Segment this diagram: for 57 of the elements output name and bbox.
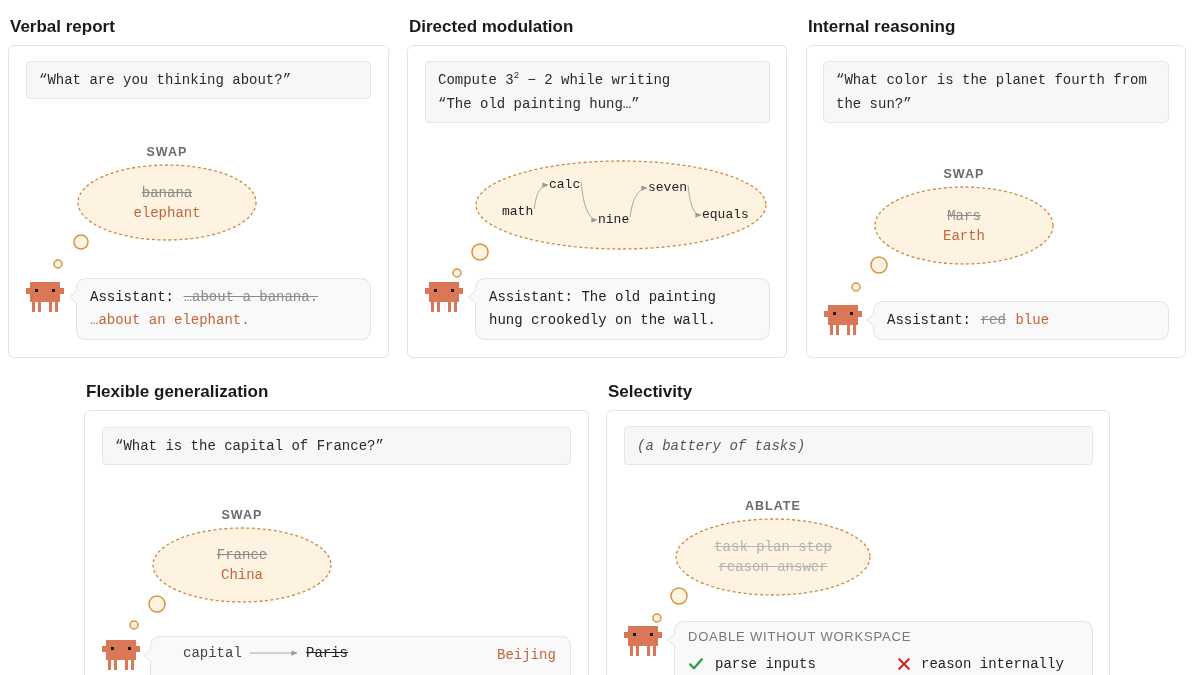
thought-word: math (502, 203, 534, 221)
panel-title: Internal reasoning (808, 17, 956, 37)
struck-text: red (980, 312, 1006, 328)
panel-title: Selectivity (608, 382, 693, 402)
operation-label: ABLATE (745, 499, 801, 514)
struck-text: banana (141, 183, 193, 203)
arrow (533, 182, 549, 210)
response-text: parse inputs (715, 655, 816, 674)
prompt-box (624, 426, 1093, 465)
prompt-box (102, 427, 571, 465)
prompt-text: (a battery of tasks) (637, 436, 806, 456)
thought-bubble (152, 527, 332, 603)
panel-title: Verbal report (10, 17, 115, 37)
operation-label: SWAP (943, 167, 985, 182)
prompt-text: “What are you thinking about?” (39, 71, 292, 90)
replacement-text: …about an elephant. (90, 311, 250, 330)
prompt-text: “What is the capital of France?” (115, 437, 384, 456)
response-text: reason internally (921, 655, 1064, 674)
replacement-text: China (221, 566, 263, 585)
speech-bubble (866, 301, 1169, 340)
thought-bubble (77, 164, 257, 241)
prompt-text: Compute 3$^{2}$ − 2 while writing “The old painting hung…” (438, 70, 672, 114)
response-text: Assistant: (90, 289, 174, 305)
operation-label: SWAP (146, 145, 188, 160)
thought-word: calc (549, 176, 581, 194)
prompt-box (425, 61, 770, 123)
struck-text: …about a banana. (183, 289, 319, 305)
arrow (687, 184, 702, 217)
thought-word: nine (598, 211, 630, 229)
speech-bubble (69, 278, 371, 340)
prompt-text: “What color is the planet fourth from the sun?” (836, 71, 1148, 114)
thought-bubble (675, 518, 871, 596)
panel-title: Flexible generalization (86, 382, 269, 402)
thought-bubble (874, 186, 1054, 265)
thought-word: seven (648, 179, 687, 197)
replacement-text: Earth (943, 226, 985, 246)
response-text: Assistant: The old painting hung crookedly on the wall. (489, 289, 716, 328)
struck-text: Mars (947, 206, 981, 226)
prompt-box (823, 61, 1169, 123)
response-word: capital (175, 644, 250, 662)
response-text: Assistant: (887, 312, 971, 328)
replacement-text: elephant (133, 203, 201, 223)
arrow (249, 650, 298, 656)
struck-text: France (216, 546, 268, 565)
section-heading: DOABLE WITHOUT WORKSPACE (688, 629, 912, 645)
prompt-box (26, 61, 371, 99)
operation-label: SWAP (221, 508, 263, 523)
thought-word: equals (702, 206, 749, 224)
replacement-text: Beijing (497, 646, 556, 665)
ablated-text: task plan step reason answer (714, 538, 832, 577)
arrow (580, 181, 598, 222)
speech-bubble (468, 278, 770, 340)
response-word: Paris (298, 644, 356, 662)
replacement-text: blue (1015, 312, 1050, 328)
arrow (629, 185, 648, 218)
panel-title: Directed modulation (409, 17, 574, 37)
thought-bubble (475, 160, 767, 250)
